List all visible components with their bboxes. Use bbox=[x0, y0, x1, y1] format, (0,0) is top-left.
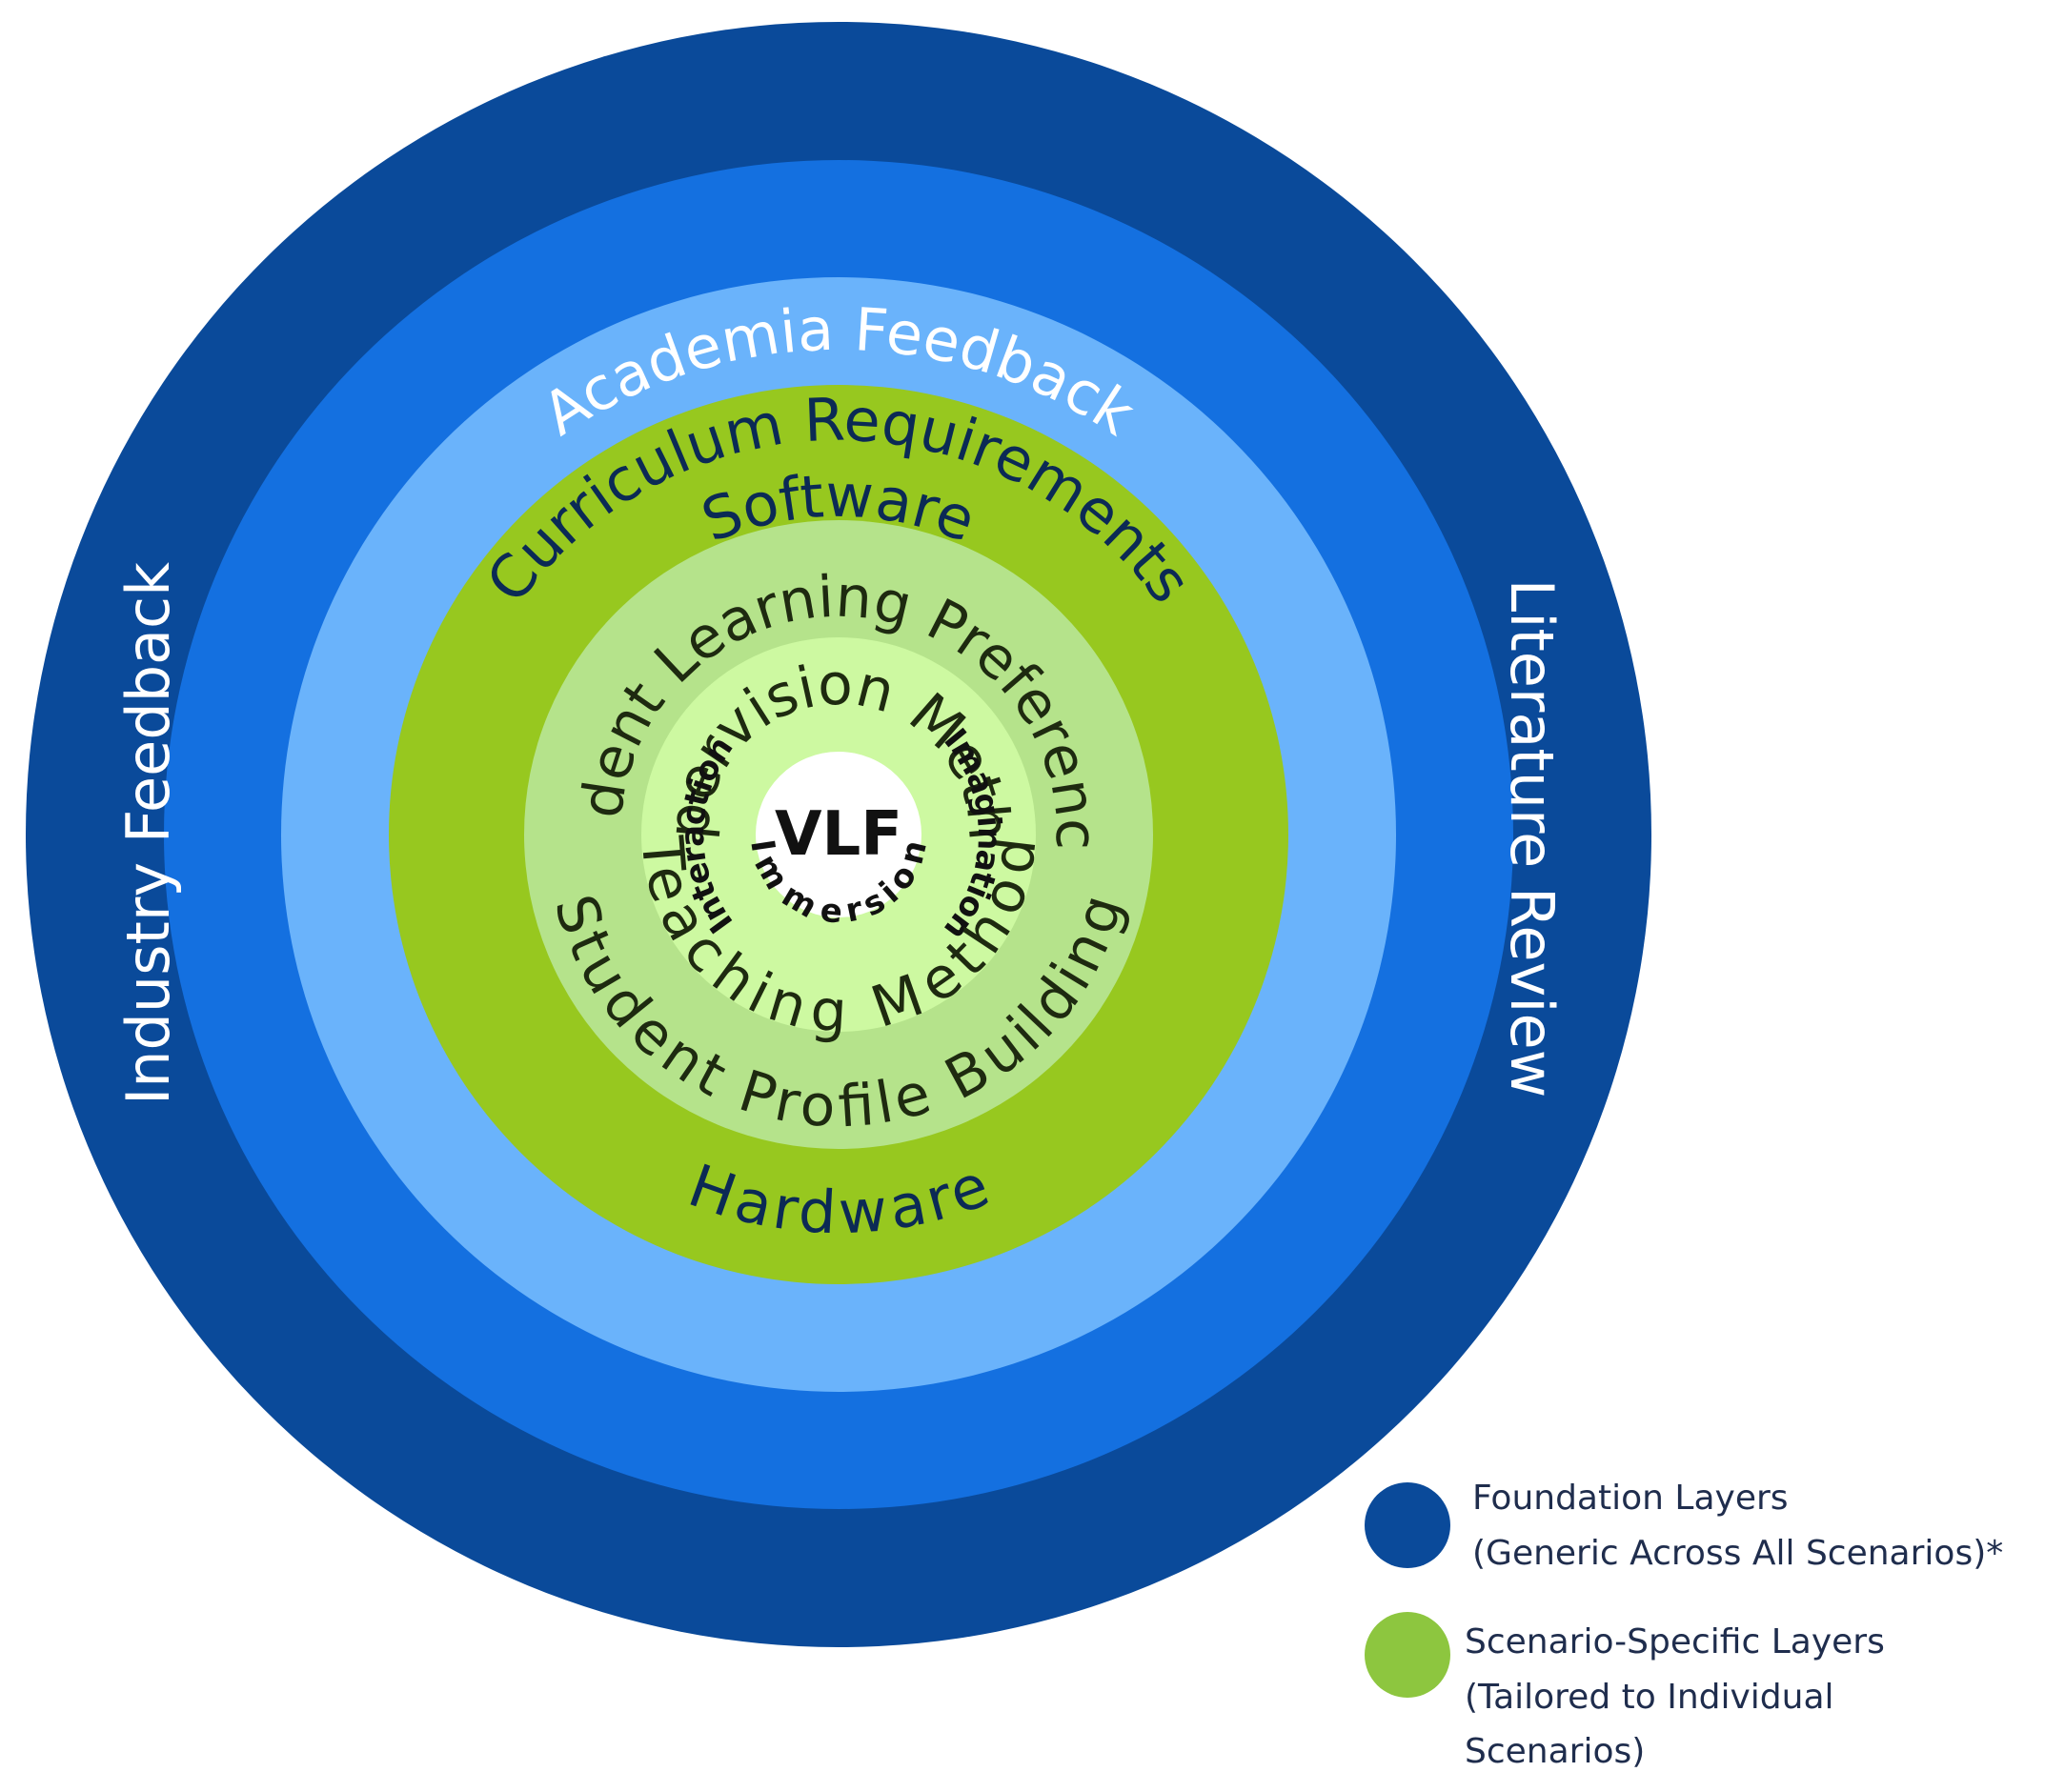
legend-foundation-swatch bbox=[1365, 1482, 1450, 1568]
literature-review-label: Literature Review bbox=[1497, 579, 1567, 1098]
legend-scenario-line2: (Tailored to Individual bbox=[1465, 1678, 1834, 1717]
svg-text:Industry Feedback: Industry Feedback bbox=[113, 562, 183, 1105]
legend-scenario-line1: Scenario-Specific Layers bbox=[1465, 1622, 1885, 1661]
legend-foundation-line1: Foundation Layers bbox=[1472, 1479, 1789, 1518]
industry-feedback-label: Industry Feedback bbox=[113, 562, 183, 1105]
center-vlf-label: VLF bbox=[775, 799, 902, 870]
legend-scenario-line3: Scenarios) bbox=[1465, 1732, 1646, 1771]
legend-foundation-line2: (Generic Across All Scenarios)* bbox=[1472, 1534, 2004, 1573]
legend-scenario-swatch bbox=[1365, 1612, 1450, 1698]
svg-text:Literature Review: Literature Review bbox=[1497, 579, 1567, 1098]
center-circle bbox=[756, 752, 921, 917]
